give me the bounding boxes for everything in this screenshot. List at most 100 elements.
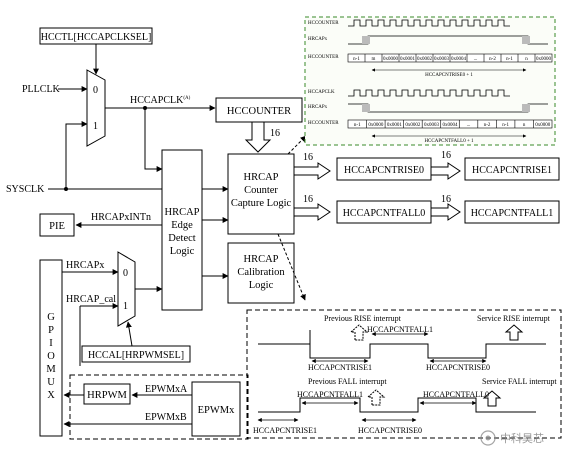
count-cell: 0x0004 (451, 57, 467, 62)
count-cell: 0x0000 (383, 57, 399, 62)
count-cell: 0x0002 (417, 57, 433, 62)
svg-text:16: 16 (303, 194, 313, 205)
svg-text:Edge: Edge (171, 220, 193, 231)
svg-text:HRCAP: HRCAP (164, 207, 199, 218)
count-cell: 0x0003 (424, 123, 440, 128)
count-cell: n (523, 123, 526, 128)
rise0-label: HCCAPCNTRISE0 (344, 165, 424, 176)
svg-text:Service FALL interrupt: Service FALL interrupt (482, 377, 557, 386)
svg-text:HCCOUNTER: HCCOUNTER (308, 21, 339, 26)
sysclk-label: SYSCLK (6, 184, 45, 195)
count-cell: 0x0002 (405, 123, 421, 128)
hrcapx-label: HRCAPx (66, 260, 104, 271)
mux-top-0: 0 (93, 85, 98, 96)
hcctl-block: HCCTL[HCCAPCLKSEL] (39, 27, 153, 45)
svg-text:Calibration: Calibration (237, 267, 285, 278)
hccapclk-label: HCCAPCLK(A) (130, 95, 191, 106)
svg-text:X: X (47, 390, 55, 401)
pllclk-label: PLLCLK (22, 84, 61, 95)
svg-text:Logic: Logic (249, 280, 274, 291)
hcctl-label: HCCTL[HCCAPCLKSEL] (41, 32, 152, 43)
hrcap-cal-label: HRCAP_cal (66, 294, 116, 305)
counter-bus-16: 16 (270, 128, 280, 139)
svg-text:O: O (47, 351, 55, 362)
edge-detect-block: HRCAP Edge Detect Logic (161, 149, 203, 311)
svg-text:Detect: Detect (168, 233, 195, 244)
svg-text:U: U (47, 377, 55, 388)
count-cell: 0x0000 (368, 123, 384, 128)
hccounter-label: HCCOUNTER (227, 106, 291, 117)
fall-path: 16 HCCAPCNTFALL0 16 HCCAPCNTFALL1 (293, 194, 560, 224)
count-cell: 0x0001 (400, 57, 416, 62)
count-cell: 0x0000 (535, 123, 551, 128)
watermark-text: 中科昊芯 (500, 431, 544, 445)
pie-block: PIE (39, 213, 75, 237)
svg-text:1: 1 (123, 301, 128, 312)
counter-bus (244, 121, 272, 153)
timing-diagram-bottom: Previous RISE interrupt Service RISE int… (246, 309, 562, 439)
svg-text:P: P (48, 325, 54, 336)
rise-path: 16 HCCAPCNTRISE0 16 HCCAPCNTRISE1 (293, 150, 560, 181)
count-cell: n-1 (502, 123, 509, 128)
fall0-label: HCCAPCNTFALL0 (343, 208, 426, 219)
mux-top-1: 1 (93, 121, 98, 132)
count-cell: n-1 (353, 57, 360, 62)
svg-text:HCCAPCNTFALL0 + 1: HCCAPCNTFALL0 + 1 (424, 139, 474, 144)
count-cell: n-1 (354, 123, 361, 128)
svg-text:HCCAPCNTFALL1: HCCAPCNTFALL1 (367, 325, 433, 334)
count-cell: 0x0003 (434, 57, 450, 62)
svg-text:16: 16 (441, 194, 451, 205)
count-cell: 0x0001 (387, 123, 403, 128)
hccal-block: HCCAL[HRPWMSEL] (81, 345, 191, 363)
epwmxb-label: EPWMxB (145, 412, 187, 423)
clock-mux: 0 1 (86, 69, 106, 147)
input-mux: 0 1 (117, 251, 136, 327)
svg-text:Previous RISE interrupt: Previous RISE interrupt (324, 314, 402, 323)
svg-text:HCCAPCNTFALL1: HCCAPCNTFALL1 (297, 390, 363, 399)
svg-text:0: 0 (123, 268, 128, 279)
hrcapxintn-label: HRCAPxINTn (91, 212, 151, 223)
timing-diagram-top: HCCOUNTER HRCAPx HCCOUNTER HCCAPCLK HRCA… (304, 16, 556, 146)
svg-text:PIE: PIE (49, 221, 65, 232)
svg-text:EPWMx: EPWMx (198, 405, 236, 416)
svg-text:I: I (49, 338, 53, 349)
count-cell: m (372, 57, 376, 62)
counter-capture-block: HRCAP Counter Capture Logic (227, 153, 295, 235)
epwmxa-label: EPWMxA (145, 384, 188, 395)
svg-text:16: 16 (303, 152, 313, 163)
svg-text:HCCOUNTER: HCCOUNTER (308, 55, 339, 60)
hrpwm-block: HRPWM (83, 383, 131, 405)
svg-text:HCCAPCLK: HCCAPCLK (308, 90, 335, 95)
svg-text:HCCAPCNTFALL0: HCCAPCNTFALL0 (423, 390, 489, 399)
svg-text:HCCAPCNTRISE0 + 1: HCCAPCNTRISE0 + 1 (425, 73, 473, 78)
svg-text:HRCAPx: HRCAPx (308, 37, 328, 42)
count-cell: n-1 (506, 57, 513, 62)
svg-text:HCCAPCNTRISE0: HCCAPCNTRISE0 (358, 426, 422, 435)
count-cell: n-2 (484, 123, 491, 128)
svg-text:HCCAPCNTRISE1: HCCAPCNTRISE1 (253, 426, 317, 435)
svg-text:Capture Logic: Capture Logic (231, 198, 292, 209)
svg-text:HRCAP: HRCAP (243, 254, 278, 265)
svg-text:M: M (46, 364, 56, 375)
count-cell: ... (467, 123, 471, 128)
count-cell: ... (474, 57, 478, 62)
hccal-label: HCCAL[HRPWMSEL] (88, 350, 184, 361)
svg-text:HCCAPCNTRISE0: HCCAPCNTRISE0 (426, 363, 490, 372)
svg-text:HRCAP: HRCAP (243, 172, 278, 183)
svg-text:Service RISE interrupt: Service RISE interrupt (477, 314, 551, 323)
hccounter-block: HCCOUNTER (215, 97, 303, 123)
gpio-mux-block: G P I O M U X (39, 259, 63, 437)
calibration-block: HRCAP Calibration Logic (227, 242, 295, 304)
svg-text:G: G (47, 312, 55, 323)
svg-text:HRCAPx: HRCAPx (308, 105, 328, 110)
count-cell: n-2 (489, 57, 496, 62)
count-cell: n (525, 57, 528, 62)
svg-text:HCCOUNTER: HCCOUNTER (308, 121, 339, 126)
svg-text:Previous FALL interrupt: Previous FALL interrupt (308, 377, 387, 386)
epwm-block: EPWMx (191, 381, 241, 437)
svg-text:HCCAPCNTRISE1: HCCAPCNTRISE1 (308, 363, 372, 372)
watermark: 中科昊芯 (480, 430, 544, 446)
svg-text:Counter: Counter (244, 185, 278, 196)
svg-text:Logic: Logic (170, 246, 195, 257)
